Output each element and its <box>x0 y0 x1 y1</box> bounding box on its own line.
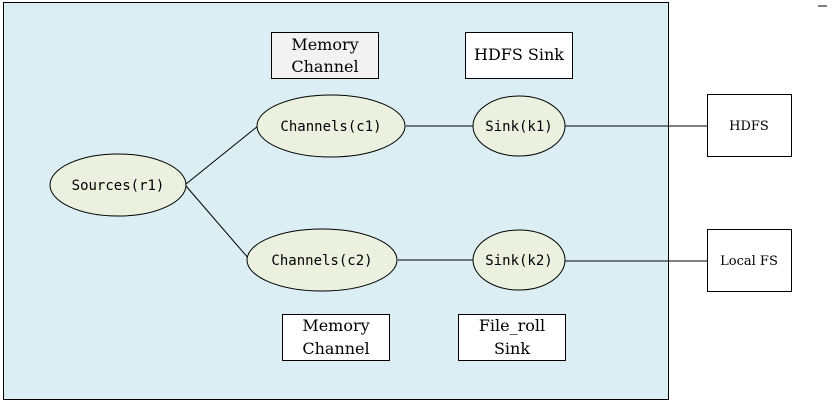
memory-channel-top-box <box>271 32 379 79</box>
memory-channel-top-line2: Channel <box>291 57 358 76</box>
sink-k1-node <box>472 95 566 157</box>
channel-c2-label: Channels(c2) <box>271 253 372 269</box>
edge-source-c1 <box>185 125 259 185</box>
channel-c1-label: Channels(c1) <box>280 119 381 135</box>
memory-channel-bottom-line1: Memory <box>302 316 369 335</box>
hdfs-sink-label: HDFS Sink <box>474 45 564 64</box>
memory-channel-bottom-box <box>282 314 390 361</box>
file-roll-sink-box <box>458 314 566 361</box>
localfs-box <box>707 229 792 292</box>
file-roll-sink-line2: Sink <box>494 339 530 358</box>
hdfs-box <box>707 94 792 157</box>
sink-k2-label: Sink(k2) <box>485 253 552 269</box>
hdfs-label: HDFS <box>729 119 769 134</box>
source-label: Sources(r1) <box>72 178 165 194</box>
channel-c1-node <box>256 94 406 158</box>
sink-k1-label: Sink(k1) <box>485 119 552 135</box>
hdfs-sink-box <box>465 32 573 79</box>
edge-source-c2 <box>185 185 250 260</box>
channel-c2-node <box>246 228 398 292</box>
memory-channel-bottom-line2: Channel <box>302 339 369 358</box>
memory-channel-top-line1: Memory <box>291 35 358 54</box>
localfs-label: Local FS <box>720 254 778 269</box>
file-roll-sink-line1: File_roll <box>479 316 545 335</box>
source-node <box>49 153 187 217</box>
sink-k2-node <box>472 229 566 291</box>
